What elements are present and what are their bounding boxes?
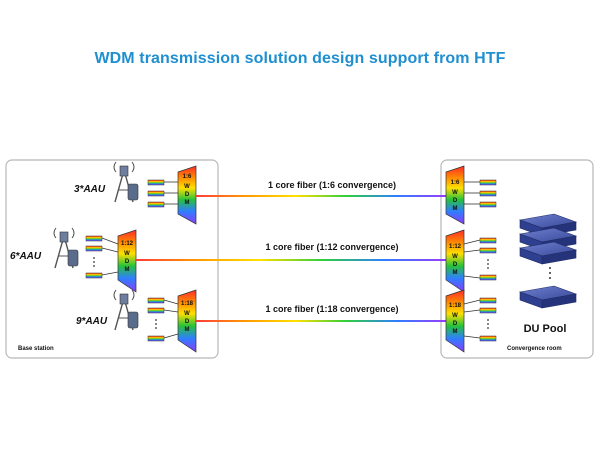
demux-letter-w: W [452,254,458,260]
demux-letter-m: M [453,206,458,212]
convergence-room-label: Convergence room [507,346,562,352]
demux-letter-d: D [453,321,458,327]
fiber-label: 1 core fiber (1:18 convergence) [265,304,398,314]
du-pool-label: DU Pool [524,323,567,335]
mux-letter-w: W [184,184,190,190]
page-title: WDM transmission solution design support… [94,50,506,67]
mux-ratio: 1:12 [121,241,134,247]
demux-1: 1:6 W D M [445,165,497,225]
mux-letter-w: W [124,251,130,257]
mux-letter-d: D [185,319,190,325]
fiber-line [196,320,446,322]
wdm-mux [177,289,197,353]
demux-ratio: 1:6 [451,180,460,186]
demux-2: 1:12 W D M [445,229,497,293]
demux-ratio: 1:18 [449,303,462,309]
mux-ratio: 1:18 [181,301,194,307]
mux-ratio: 1:6 [183,174,192,180]
server-icon [518,241,578,265]
demux-ratio: 1:12 [449,244,462,250]
demux-letter-m: M [453,329,458,335]
mux-letter-m: M [185,327,190,333]
demux-letter-d: D [453,198,458,204]
tower-icon [113,161,139,203]
fiber-line [136,259,446,261]
wdm-demux [445,165,465,225]
port-stack [147,297,179,342]
aau-label: 6*AAU [10,251,42,262]
fiber-label: 1 core fiber (1:12 convergence) [265,242,398,252]
demux-letter-m: M [453,270,458,276]
fiber-label: 1 core fiber (1:6 convergence) [268,180,396,190]
wdm-demux [445,289,465,353]
mux-letter-w: W [184,311,190,317]
tower-icon [53,227,79,269]
wdm-mux [177,165,197,225]
mux-letter-m: M [125,267,130,273]
port-stack [85,235,119,279]
aau-group-2: 6*AAU 1:12 W D M [10,227,137,293]
demux-letter-w: W [452,190,458,196]
mux-letter-m: M [185,200,190,206]
aau-group-3: 9*AAU 1:18 W D M [76,289,197,353]
mux-letter-d: D [125,259,130,265]
port-stack [147,179,178,208]
demux-3: 1:18 W D M [445,289,497,353]
aau-label: 9*AAU [76,316,108,327]
demux-letter-w: W [452,313,458,319]
aau-label: 3*AAU [74,184,106,195]
aau-group-1: 3*AAU 1:6 W D M [74,161,197,225]
server-icon [518,285,578,309]
tower-icon [113,289,139,331]
base-station-label: Base station [18,346,54,352]
wdm-mux [117,229,137,293]
mux-letter-d: D [185,192,190,198]
demux-letter-d: D [453,262,458,268]
du-pool: DU Pool [518,213,578,335]
fiber-line [196,195,446,197]
